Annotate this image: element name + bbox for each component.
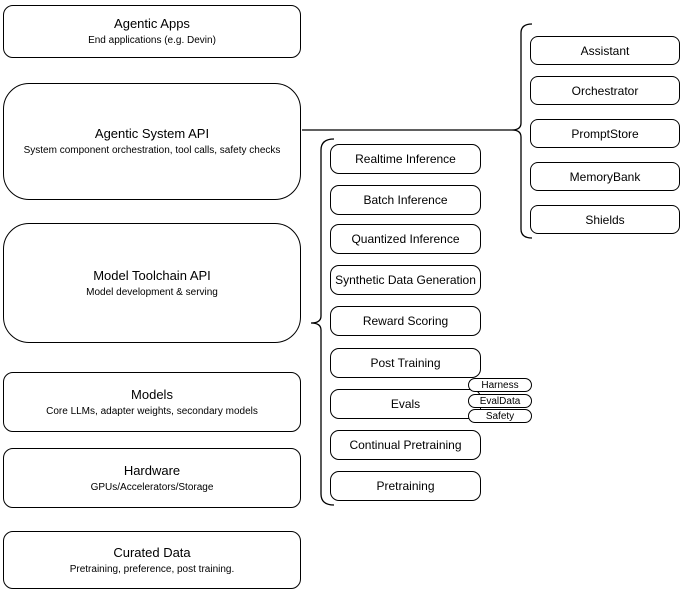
layer-box-hardware: Hardware GPUs/Accelerators/Storage — [3, 448, 301, 508]
toolchain-item-label: Evals — [390, 397, 421, 411]
layer-title: Hardware — [123, 462, 181, 478]
eval-tag-label: EvalData — [479, 395, 521, 407]
toolchain-item-label: Batch Inference — [363, 193, 448, 207]
toolchain-item-label: Reward Scoring — [362, 314, 449, 328]
component-orchestrator: Orchestrator — [530, 76, 680, 105]
toolchain-item-label: Pretraining — [376, 479, 435, 493]
layer-subtitle: Core LLMs, adapter weights, secondary mo… — [46, 405, 258, 417]
toolchain-item-evals: Evals — [330, 389, 481, 419]
toolchain-item-synthetic-data-generation: Synthetic Data Generation — [330, 265, 481, 295]
layer-box-models: Models Core LLMs, adapter weights, secon… — [3, 372, 301, 432]
toolchain-item-post-training: Post Training — [330, 348, 481, 378]
layer-box-curated-data: Curated Data Pretraining, preference, po… — [3, 531, 301, 589]
toolchain-item-continual-pretraining: Continual Pretraining — [330, 430, 481, 460]
system-components-brace — [511, 23, 533, 239]
layer-subtitle: System component orchestration, tool cal… — [23, 145, 281, 156]
toolchain-item-label: Post Training — [370, 356, 441, 370]
toolchain-item-pretraining: Pretraining — [330, 471, 481, 501]
eval-tag-harness: Harness — [468, 378, 532, 392]
eval-tag-label: Harness — [481, 379, 519, 391]
layer-box-agentic-apps: Agentic Apps End applications (e.g. Devi… — [3, 5, 301, 58]
toolchain-item-label: Continual Pretraining — [349, 438, 462, 452]
toolchain-item-reward-scoring: Reward Scoring — [330, 306, 481, 336]
toolchain-item-label: Synthetic Data Generation — [335, 273, 476, 287]
layer-title: Model Toolchain API — [93, 267, 211, 283]
component-shields: Shields — [530, 205, 680, 234]
eval-tag-label: Safety — [485, 410, 515, 422]
layer-title: Curated Data — [113, 544, 191, 560]
layer-box-agentic-system-api: Agentic System API System component orch… — [3, 83, 301, 200]
component-memorybank: MemoryBank — [530, 162, 680, 191]
toolchain-item-label: Quantized Inference — [351, 232, 460, 246]
layer-subtitle: End applications (e.g. Devin) — [88, 35, 216, 46]
layer-title: Models — [131, 386, 173, 402]
eval-tag-evaldata: EvalData — [468, 394, 532, 408]
component-label: Orchestrator — [571, 83, 639, 98]
toolchain-item-batch-inference: Batch Inference — [330, 185, 481, 215]
component-assistant: Assistant — [530, 36, 680, 65]
layer-subtitle: GPUs/Accelerators/Storage — [90, 481, 214, 493]
component-label: MemoryBank — [569, 169, 641, 184]
component-label: PromptStore — [571, 126, 639, 141]
component-label: Assistant — [580, 43, 630, 58]
toolchain-item-label: Realtime Inference — [355, 152, 456, 166]
layer-subtitle: Pretraining, preference, post training. — [69, 563, 235, 575]
layer-subtitle: Model development & serving — [86, 286, 218, 298]
toolchain-item-realtime-inference: Realtime Inference — [330, 144, 481, 174]
layer-title: Agentic System API — [94, 126, 210, 141]
component-promptstore: PromptStore — [530, 119, 680, 148]
layer-box-model-toolchain-api: Model Toolchain API Model development & … — [3, 223, 301, 343]
component-label: Shields — [585, 212, 625, 227]
layer-title: Agentic Apps — [114, 16, 190, 31]
eval-tag-safety: Safety — [468, 409, 532, 423]
toolchain-item-quantized-inference: Quantized Inference — [330, 224, 481, 254]
